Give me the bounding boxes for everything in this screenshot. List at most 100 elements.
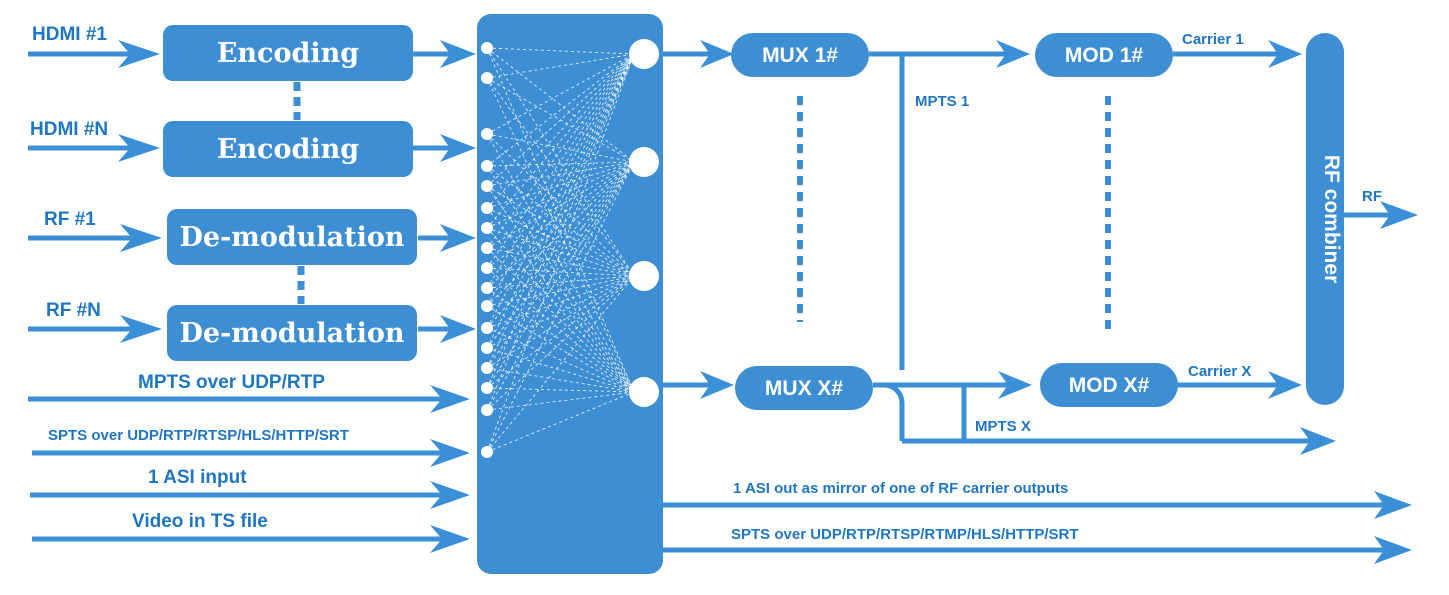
encoding-box-n: Encoding <box>163 121 413 177</box>
matrix-input-port <box>481 404 493 416</box>
mesh-link <box>486 391 635 411</box>
arrow-hdmi-1 <box>28 40 160 68</box>
mesh-link <box>486 53 635 369</box>
label-carrier-1: Carrier 1 <box>1182 31 1244 48</box>
mesh-link <box>486 161 635 229</box>
matrix-input-port <box>481 342 493 354</box>
mux-to-mod-wires <box>869 40 1336 455</box>
matrix-mesh <box>486 47 635 453</box>
label-rf-1: RF #1 <box>44 209 96 230</box>
mesh-link <box>486 53 635 453</box>
demod-box-n: De-modulation <box>167 305 417 361</box>
mesh-link <box>486 133 635 393</box>
labels: HDMI #1 HDMI #N RF #1 RF #N MPTS over UD… <box>30 24 1382 543</box>
mesh-link <box>486 53 635 229</box>
label-asi-out: 1 ASI out as mirror of one of RF carrier… <box>733 480 1068 497</box>
switch-matrix <box>477 14 663 574</box>
arrow-ts-file <box>32 525 470 553</box>
label-hdmi-n: HDMI #N <box>30 119 108 140</box>
mesh-link <box>486 367 635 393</box>
demod-label-1: De-modulation <box>179 222 404 253</box>
mod-x-label: MOD X# <box>1069 374 1150 397</box>
mesh-link <box>486 53 635 349</box>
mesh-link <box>486 161 635 167</box>
matrix-input-port <box>481 242 493 254</box>
matrix-input-port <box>481 222 493 234</box>
matrix-input-port <box>481 202 493 214</box>
matrix-input-port <box>481 446 493 458</box>
label-mpts-x: MPTS X <box>975 418 1031 435</box>
matrix-input-port <box>481 300 493 312</box>
label-asi-in: 1 ASI input <box>148 467 247 488</box>
mesh-link <box>486 47 635 163</box>
mux-x-label: MUX X# <box>765 377 844 400</box>
mod-1-label: MOD 1# <box>1065 44 1144 67</box>
mesh-link <box>486 77 635 393</box>
matrix-input-port <box>481 160 493 172</box>
matrix-input-port <box>481 180 493 192</box>
mesh-link <box>486 53 635 289</box>
mesh-link <box>486 165 635 393</box>
mesh-link <box>486 161 635 453</box>
label-spts-in: SPTS over UDP/RTP/RTSP/HLS/HTTP/SRT <box>48 427 349 444</box>
mesh-link <box>486 275 635 453</box>
arrow-spts-in <box>32 439 470 467</box>
mesh-link <box>486 161 635 289</box>
mesh-link <box>486 387 635 393</box>
label-mpts-udp: MPTS over UDP/RTP <box>138 372 325 393</box>
arrow-rf-out <box>1344 201 1418 229</box>
demod-label-n: De-modulation <box>179 318 404 349</box>
mesh-link <box>486 287 635 393</box>
mesh-link <box>486 161 635 249</box>
mesh-link <box>486 53 635 79</box>
mesh-link <box>486 275 635 369</box>
mesh-link <box>486 53 635 329</box>
mesh-link <box>486 161 635 329</box>
mesh-link <box>486 391 635 453</box>
matrix-input-port <box>481 322 493 334</box>
matrix-input-port <box>481 72 493 84</box>
mesh-link <box>486 227 635 393</box>
mesh-link <box>486 161 635 389</box>
matrix-input-ports <box>481 42 493 458</box>
mux-1: MUX 1# <box>731 33 869 77</box>
matrix-input-port <box>481 382 493 394</box>
matrix-input-port <box>481 282 493 294</box>
mesh-link <box>486 275 635 389</box>
mesh-link <box>486 347 635 393</box>
mesh-link <box>486 53 635 411</box>
mesh-link <box>486 161 635 209</box>
arrow-rf-n <box>28 315 162 343</box>
mesh-link <box>486 161 635 411</box>
matrix-output-ports <box>629 39 659 407</box>
mesh-link <box>486 327 635 393</box>
label-rf-out: RF <box>1362 188 1382 205</box>
encoding-label-n: Encoding <box>217 134 359 165</box>
mesh-link <box>486 53 635 135</box>
mesh-link <box>486 207 635 277</box>
mesh-link <box>486 77 635 277</box>
matrix-output-port <box>629 377 659 407</box>
matrix-output-port <box>629 39 659 69</box>
mesh-link <box>486 247 635 393</box>
mesh-link <box>486 227 635 277</box>
matrix-input-port <box>481 362 493 374</box>
mux-1-label: MUX 1# <box>762 44 838 67</box>
mesh-link <box>486 53 635 307</box>
mesh-link <box>486 161 635 307</box>
mesh-link <box>486 161 635 187</box>
mesh-link <box>486 267 635 277</box>
mesh-link <box>486 161 635 269</box>
arrow-asi-in <box>30 481 470 509</box>
label-rf-n: RF #N <box>46 300 101 321</box>
rf-combiner-label: RF combiner <box>1320 155 1343 283</box>
matrix-output-port <box>629 261 659 291</box>
encoding-label-1: Encoding <box>217 38 359 69</box>
matrix-output-port <box>629 147 659 177</box>
mesh-link <box>486 267 635 393</box>
matrix-input-port <box>481 262 493 274</box>
mesh-link <box>486 247 635 277</box>
mesh-link <box>486 47 635 55</box>
